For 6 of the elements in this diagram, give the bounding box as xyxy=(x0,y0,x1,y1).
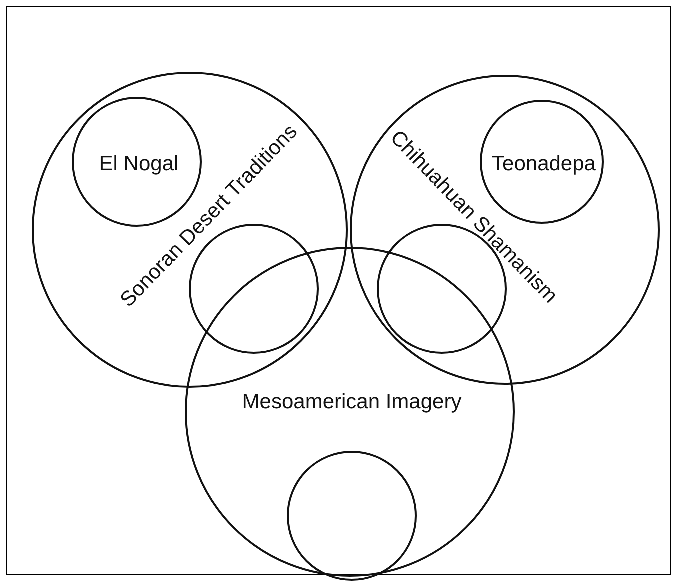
venn-circle xyxy=(287,451,417,581)
circle-label: Teonadepa xyxy=(492,154,596,174)
circle-label: Mesoamerican Imagery xyxy=(242,392,462,412)
venn-circle xyxy=(32,72,348,388)
circle-label: El Nogal xyxy=(99,154,179,174)
venn-circle xyxy=(350,75,660,385)
